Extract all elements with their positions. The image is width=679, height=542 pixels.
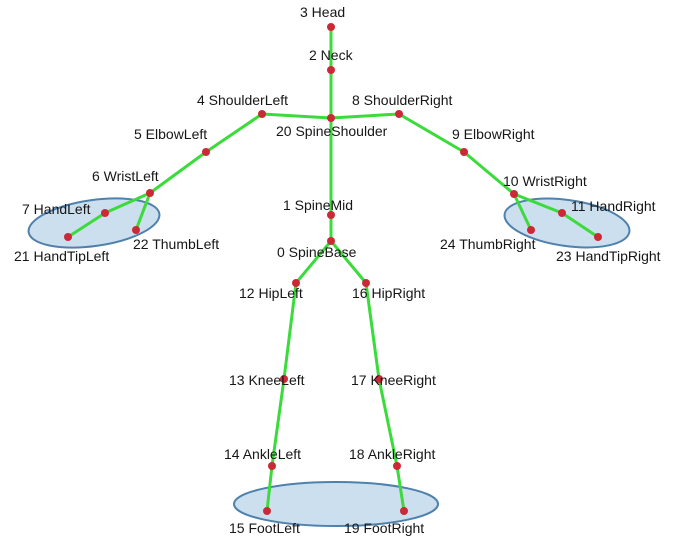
- bone-HandRight-HandTipRight: [560, 211, 600, 239]
- label-HipRight: 16 HipRight: [352, 285, 425, 301]
- label-Neck: 2 Neck: [309, 47, 354, 63]
- bone-SpineShoulder-ShoulderRight: [329, 112, 401, 120]
- label-ThumbLeft: 22 ThumbLeft: [133, 236, 219, 252]
- label-ElbowRight: 9 ElbowRight: [452, 126, 535, 142]
- joint-ShoulderLeft: [258, 110, 266, 118]
- label-HipLeft: 12 HipLeft: [239, 285, 303, 301]
- label-HandRight: 11 HandRight: [571, 198, 656, 214]
- label-KneeLeft: 13 KneeLeft: [229, 372, 305, 388]
- joint-SpineShoulder: [327, 114, 335, 122]
- joint-Head: [327, 23, 335, 31]
- bone-ShoulderLeft-ElbowLeft: [204, 112, 264, 154]
- label-WristLeft: 6 WristLeft: [92, 168, 159, 184]
- joint-Neck: [327, 66, 335, 74]
- label-SpineBase: 0 SpineBase: [277, 244, 357, 260]
- label-ThumbRight: 24 ThumbRight: [440, 236, 536, 252]
- bone-WristRight-ThumbRight: [512, 192, 533, 232]
- bone-ElbowLeft-WristLeft: [148, 150, 208, 195]
- bone-WristRight-HandRight: [512, 192, 564, 215]
- label-FootLeft: 15 FootLeft: [229, 520, 300, 536]
- bone-ShoulderRight-ElbowRight: [397, 112, 466, 154]
- joint-FootRight: [400, 507, 408, 515]
- label-HandTipRight: 23 HandTipRight: [556, 248, 661, 264]
- joint-WristLeft: [146, 189, 154, 197]
- joint-FootLeft: [263, 507, 271, 515]
- joint-ElbowLeft: [202, 148, 210, 156]
- label-Head: 3 Head: [300, 4, 345, 20]
- joint-ThumbRight: [527, 226, 535, 234]
- joint-SpineBase: [327, 237, 335, 245]
- bone-SpineShoulder-ShoulderLeft: [260, 112, 333, 120]
- joint-HandRight: [558, 209, 566, 217]
- bone-WristLeft-HandLeft: [103, 191, 152, 215]
- joint-ShoulderRight: [395, 110, 403, 118]
- label-HandLeft: 7 HandLeft: [22, 201, 91, 217]
- joint-HipLeft: [292, 279, 300, 287]
- joint-KneeRight: [375, 375, 383, 383]
- joint-WristRight: [510, 190, 518, 198]
- joint-AnkleLeft: [268, 462, 276, 470]
- label-ShoulderLeft: 4 ShoulderLeft: [197, 92, 288, 108]
- bone-AnkleLeft-FootLeft: [265, 464, 274, 513]
- bone-SpineBase-HipLeft: [294, 239, 333, 285]
- bone-WristLeft-ThumbLeft: [134, 191, 152, 232]
- joint-HandTipRight: [594, 233, 602, 241]
- label-ElbowLeft: 5 ElbowLeft: [134, 126, 207, 142]
- joint-HandTipLeft: [64, 233, 72, 241]
- label-FootRight: 19 FootRight: [344, 520, 424, 536]
- bone-HipRight-KneeRight: [364, 281, 381, 381]
- joint-KneeLeft: [280, 375, 288, 383]
- joint-SpineMid: [327, 211, 335, 219]
- bone-SpineBase-HipRight: [329, 239, 368, 285]
- label-WristRight: 10 WristRight: [503, 173, 587, 189]
- feet-ellipse: [233, 481, 439, 527]
- bone-ElbowRight-WristRight: [462, 150, 516, 196]
- joint-ThumbLeft: [132, 226, 140, 234]
- joint-ElbowRight: [460, 148, 468, 156]
- joint-HandLeft: [101, 209, 109, 217]
- label-SpineMid: 1 SpineMid: [283, 197, 353, 213]
- label-AnkleRight: 18 AnkleRight: [349, 446, 436, 462]
- bone-KneeLeft-AnkleLeft: [270, 377, 286, 468]
- label-HandTipLeft: 21 HandTipLeft: [14, 248, 109, 264]
- label-KneeRight: 17 KneeRight: [351, 372, 436, 388]
- left-hand-ellipse: [27, 197, 161, 249]
- bone-KneeRight-AnkleRight: [377, 377, 399, 468]
- bone-HandLeft-HandTipLeft: [66, 211, 107, 239]
- joint-AnkleRight: [393, 462, 401, 470]
- bone-HipLeft-KneeLeft: [282, 281, 298, 381]
- label-SpineShoulder: 20 SpineShoulder: [276, 123, 388, 139]
- label-AnkleLeft: 14 AnkleLeft: [224, 446, 301, 462]
- bone-AnkleRight-FootRight: [395, 464, 406, 513]
- joint-HipRight: [362, 279, 370, 287]
- label-ShoulderRight: 8 ShoulderRight: [352, 92, 453, 108]
